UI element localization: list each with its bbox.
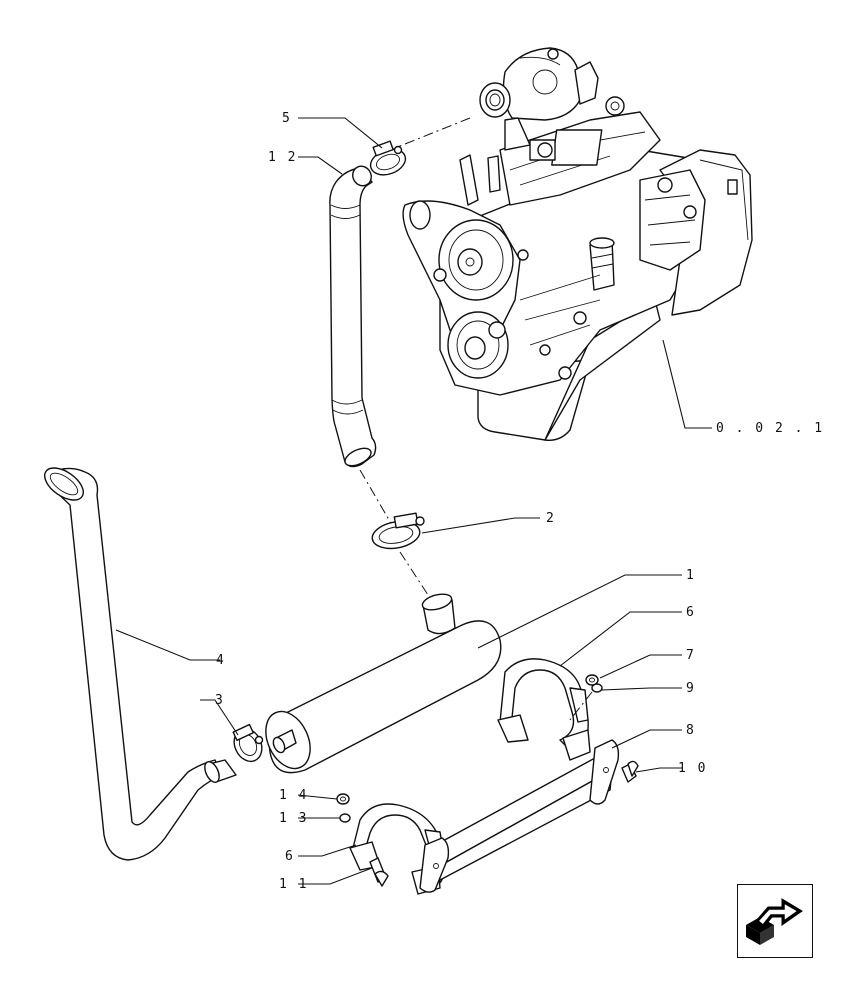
pipe-clamp2-link-line [359, 469, 393, 526]
bolt-11 [369, 857, 389, 887]
turbo-clamp-link-line [394, 117, 471, 149]
callout-12: 1 2 [268, 150, 297, 165]
engine-assembly [402, 47, 753, 441]
leader-lines [115, 117, 712, 885]
muffler [265, 593, 502, 774]
callout-2: 2 [546, 511, 556, 526]
callout-0-02-1: 0 . 0 2 . 1 [716, 421, 824, 436]
next-page-arrow-icon [746, 898, 803, 945]
clamp-muffler-link-line [399, 551, 431, 599]
upper-exhaust-pipe [329, 165, 377, 468]
callout-9: 9 [686, 681, 696, 696]
next-page-button[interactable] [737, 884, 813, 958]
nut-link-line [569, 691, 593, 721]
callout-7: 7 [686, 648, 696, 663]
bolt-10 [621, 760, 639, 783]
turbocharger [479, 47, 599, 151]
callout-1: 1 [686, 568, 696, 583]
washer-13 [339, 813, 351, 823]
mounting-rail-8 [419, 739, 620, 893]
callout-13: 1 3 [279, 811, 308, 826]
callout-8: 8 [686, 723, 696, 738]
callout-11: 1 1 [279, 877, 308, 892]
callout-14: 1 4 [279, 788, 308, 803]
nut-7 [585, 674, 599, 686]
clamp-2 [371, 512, 425, 550]
clamp-5 [369, 140, 407, 176]
clamp-3 [232, 723, 264, 763]
nut-14 [336, 793, 350, 805]
callout-10: 1 0 [678, 761, 707, 776]
callout-3: 3 [215, 693, 225, 708]
callout-5: 5 [282, 111, 292, 126]
bracket-6-upper [497, 658, 591, 761]
washer-9 [591, 683, 603, 693]
tail-pipe [44, 467, 237, 861]
callout-6-upper: 6 [686, 605, 696, 620]
callout-6-lower: 6 [285, 849, 295, 864]
callout-4: 4 [216, 653, 226, 668]
